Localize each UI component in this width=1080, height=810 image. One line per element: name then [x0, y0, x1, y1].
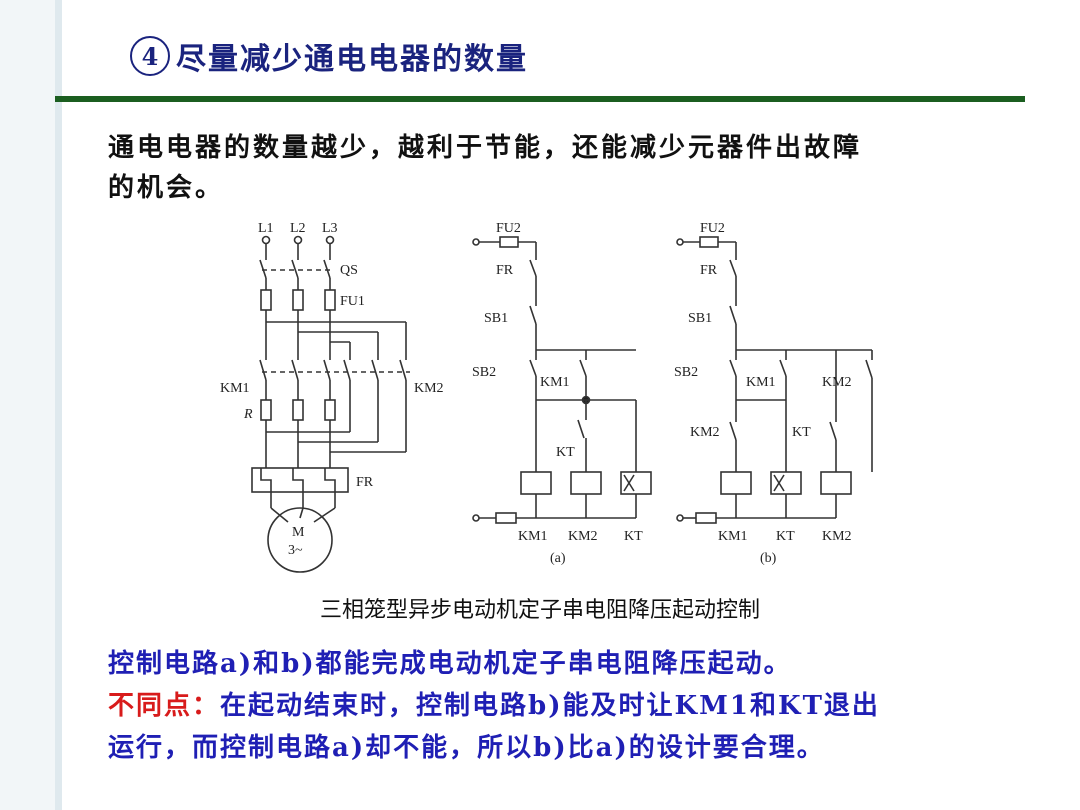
- label-km2-contact-b: KM2: [822, 375, 852, 390]
- label-sub-b: (b): [760, 551, 777, 566]
- label-kt-coil-a: KT: [624, 529, 643, 544]
- label-km2-nc-b: KM2: [690, 425, 720, 440]
- label-fu2-a: FU2: [496, 221, 521, 236]
- label-l2: L2: [290, 221, 306, 236]
- label-l1: L1: [258, 221, 274, 236]
- label-km1-main: KM1: [220, 381, 250, 396]
- label-r: R: [243, 407, 253, 422]
- circuit-diagram: L1 L2 L3 QS FU1 KM1 KM2 R FR M 3~ FU2 FR…: [220, 221, 873, 573]
- label-sb2-a: SB2: [472, 365, 496, 380]
- label-qs: QS: [340, 263, 358, 278]
- label-fu1: FU1: [340, 294, 365, 309]
- label-sb1-b: SB1: [688, 311, 712, 326]
- label-fu2-b: FU2: [700, 221, 725, 236]
- label-fr-a: FR: [496, 263, 514, 278]
- title-text: 尽量减少通电电器的数量: [176, 42, 528, 77]
- label-kt-contact-b: KT: [792, 425, 811, 440]
- label-kt-coil-b: KT: [776, 529, 795, 544]
- label-l3: L3: [322, 221, 338, 236]
- label-km2-main: KM2: [414, 381, 444, 396]
- diagram-caption: 三相笼型异步电动机定子串电阻降压起动控制: [319, 598, 760, 623]
- label-motor-phase: 3~: [288, 543, 303, 558]
- label-fr-b: FR: [700, 263, 718, 278]
- intro-paragraph: 通电电器的数量越少，越利于节能，还能减少元器件出故障 的机会。: [108, 128, 988, 208]
- difference-label: 不同点：: [108, 691, 221, 721]
- label-km1-contact-a: KM1: [540, 375, 570, 390]
- label-sub-a: (a): [550, 551, 566, 566]
- label-fr-main: FR: [356, 475, 374, 490]
- left-margin-bar: [0, 0, 62, 810]
- slide-title: 4 尽量减少通电电器的数量: [130, 34, 528, 78]
- label-km1-contact-b: KM1: [746, 375, 776, 390]
- intro-line-2: 的机会。: [108, 173, 225, 203]
- summary-line-2: 不同点：在起动结束时，控制电路b)能及时让KM1和KT退出: [108, 685, 1008, 727]
- label-kt-contact-a: KT: [556, 445, 575, 460]
- label-km2-coil-a: KM2: [568, 529, 598, 544]
- difference-text: 在起动结束时，控制电路b)能及时让KM1和KT退出: [220, 691, 880, 721]
- label-km2-coil-b: KM2: [822, 529, 852, 544]
- label-sb2-b: SB2: [674, 365, 698, 380]
- label-km1-coil-b: KM1: [718, 529, 748, 544]
- left-margin-edge: [55, 0, 62, 810]
- label-sb1-a: SB1: [484, 311, 508, 326]
- summary-line-1: 控制电路a)和b)都能完成电动机定子串电阻降压起动。: [108, 649, 792, 679]
- title-number-circle: 4: [130, 36, 170, 76]
- title-divider: [55, 96, 1025, 102]
- label-km1-coil-a: KM1: [518, 529, 548, 544]
- label-motor-m: M: [292, 525, 305, 540]
- intro-line-1: 通电电器的数量越少，越利于节能，还能减少元器件出故障: [108, 133, 863, 163]
- summary-line-3: 运行，而控制电路a)却不能，所以b)比a)的设计要合理。: [108, 733, 825, 763]
